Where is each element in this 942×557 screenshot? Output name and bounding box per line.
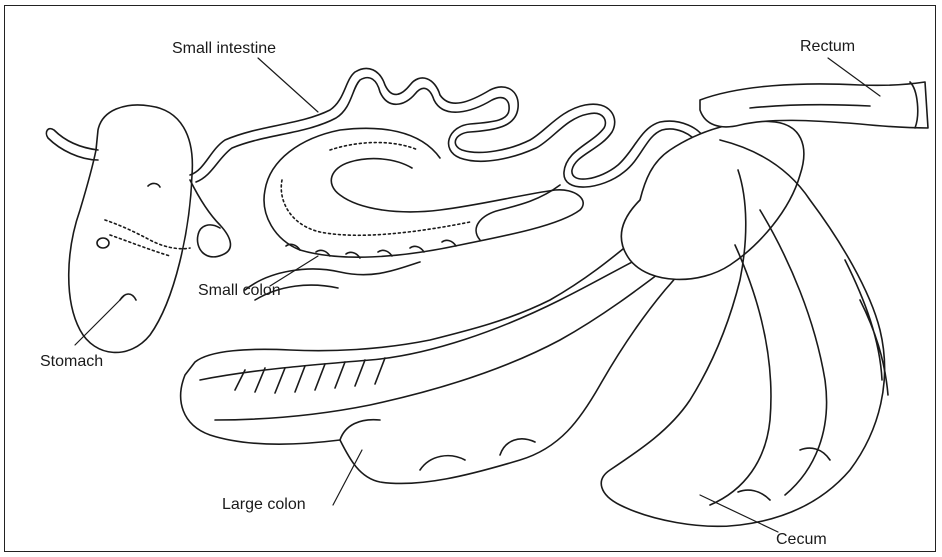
label-small-colon: Small colon xyxy=(198,282,281,300)
rectum-shape xyxy=(700,82,928,128)
large-colon-shape xyxy=(181,216,701,483)
cecum-shape xyxy=(601,121,888,526)
label-large-colon: Large colon xyxy=(222,496,306,514)
label-stomach: Stomach xyxy=(40,353,103,371)
label-cecum: Cecum xyxy=(776,531,827,549)
label-rectum: Rectum xyxy=(800,38,855,56)
stomach-shape xyxy=(46,105,192,352)
label-small-intestine: Small intestine xyxy=(172,40,276,58)
